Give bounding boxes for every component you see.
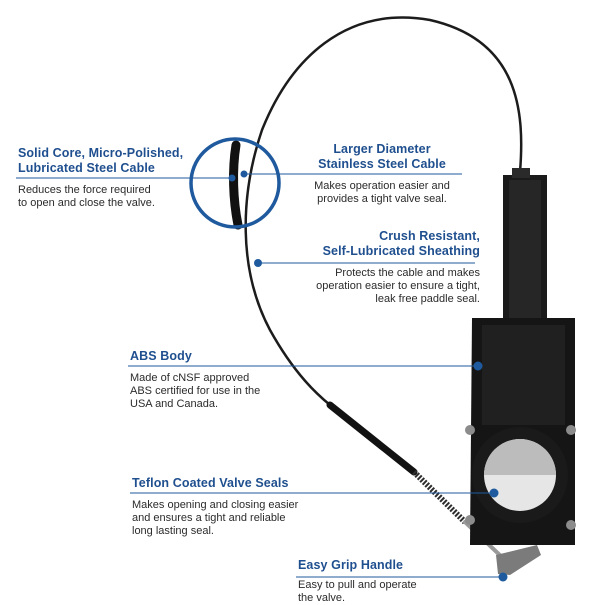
bolt xyxy=(465,515,475,525)
callout-title: ABS Body xyxy=(130,349,192,363)
callout-lines xyxy=(16,173,503,578)
callout-description: Made of cNSF approved ABS certified for … xyxy=(130,372,261,410)
t-grip-handle xyxy=(496,545,541,575)
callout-abs-body: ABS Body Made of cNSF approved ABS certi… xyxy=(130,349,330,411)
cable-loop xyxy=(244,16,523,406)
paddle-edge xyxy=(484,439,556,475)
callout-description: Makes opening and closing easier and ens… xyxy=(132,499,299,537)
callout-cable-diameter: Larger Diameter Stainless Steel Cable Ma… xyxy=(282,142,482,206)
cable-magnified-section xyxy=(229,140,243,230)
sheath-tube xyxy=(326,401,418,476)
callout-valve-seals: Teflon Coated Valve Seals Makes opening … xyxy=(132,476,372,538)
callout-description: Easy to pull and operate the valve. xyxy=(298,579,417,604)
callout-title: Easy Grip Handle xyxy=(298,558,404,572)
callout-description: Protects the cable and makes operation e… xyxy=(316,267,480,305)
bolt xyxy=(566,520,576,530)
callout-cable-core: Solid Core, Micro-Polished, Lubricated S… xyxy=(18,146,218,210)
callout-title: Teflon Coated Valve Seals xyxy=(132,476,289,490)
callout-title: Larger Diameter Stainless Steel Cable xyxy=(318,142,446,171)
bolt xyxy=(465,425,475,435)
callout-title: Solid Core, Micro-Polished, Lubricated S… xyxy=(18,146,184,175)
callout-grip-handle: Easy Grip Handle Easy to pull and operat… xyxy=(298,558,498,605)
stem-cap xyxy=(512,168,530,178)
callout-description: Reduces the force required to open and c… xyxy=(18,184,155,209)
callout-description: Makes operation easier and provides a ti… xyxy=(314,180,450,205)
threaded-rod xyxy=(411,469,468,525)
callout-sheathing: Crush Resistant, Self-Lubricated Sheathi… xyxy=(280,229,480,306)
bolt xyxy=(566,425,576,435)
callout-title: Crush Resistant, Self-Lubricated Sheathi… xyxy=(322,229,480,258)
magnifier-circle xyxy=(189,137,281,229)
callout-dots xyxy=(228,170,508,582)
